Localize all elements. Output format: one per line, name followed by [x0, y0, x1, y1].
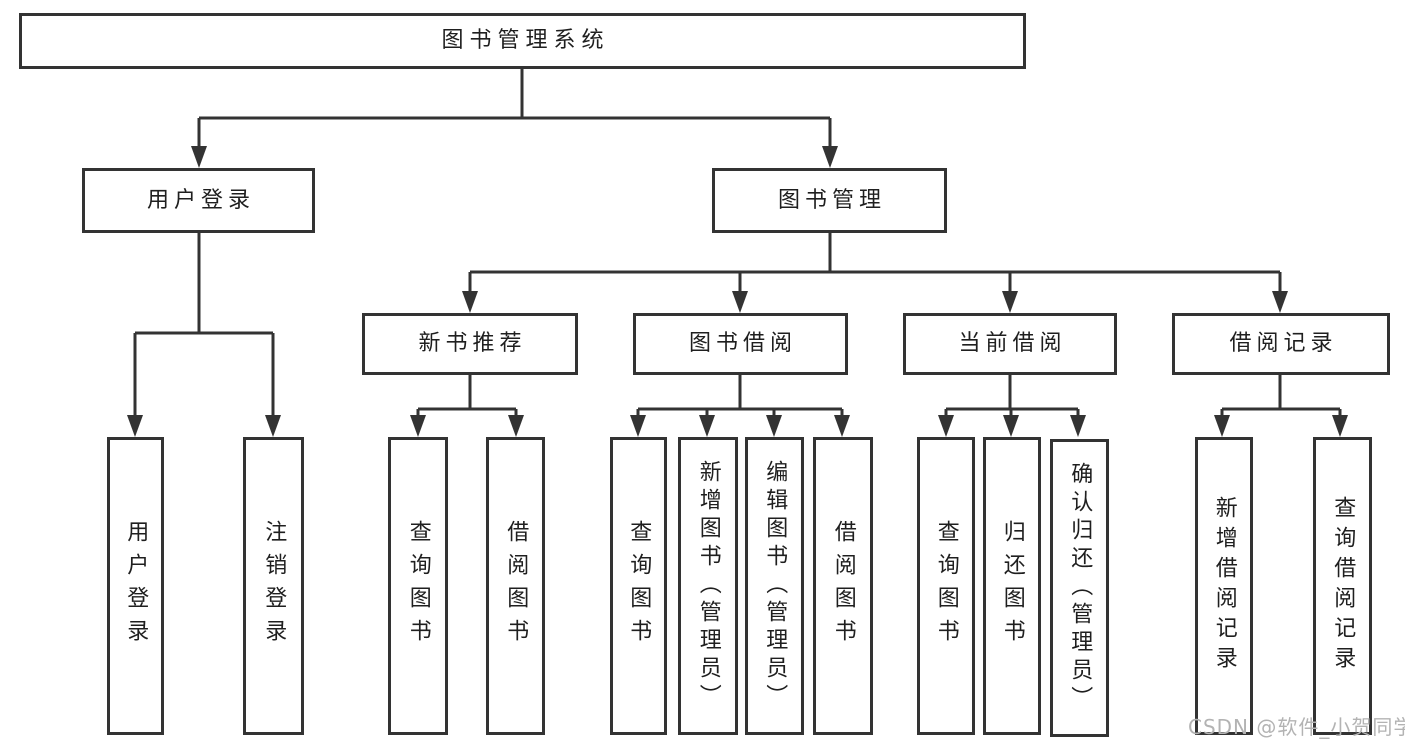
arrowhead-icon: [191, 146, 207, 168]
leaf-edit-books-admin: 编辑图书（管理员）: [745, 437, 804, 735]
connector-user-login-branch: [133, 232, 275, 417]
node-book-management: 图书管理: [712, 168, 947, 233]
arrowheads: [127, 146, 1348, 437]
leaf-query-books-recommend: 查询图书: [388, 437, 448, 735]
connector-new-book-branch: [416, 375, 518, 417]
node-new-book-recommend: 新书推荐: [362, 313, 578, 375]
leaf-add-books-admin: 新增图书（管理员）: [678, 437, 738, 735]
arrowhead-icon: [1003, 415, 1019, 437]
connector-root-branch: [197, 68, 832, 150]
arrowhead-icon: [630, 415, 646, 437]
arrowhead-icon: [699, 415, 715, 437]
connector-book-mgmt-branch: [468, 232, 1282, 293]
arrowhead-icon: [732, 291, 748, 313]
arrowhead-icon: [410, 415, 426, 437]
leaf-add-borrow-record: 新增借阅记录: [1195, 437, 1253, 735]
node-book-borrowing: 图书借阅: [633, 313, 848, 375]
arrowhead-icon: [1002, 291, 1018, 313]
arrowhead-icon: [1272, 291, 1288, 313]
arrowhead-icon: [834, 415, 850, 437]
arrowhead-icon: [1332, 415, 1348, 437]
arrowhead-icon: [265, 415, 281, 437]
arrowhead-icon: [822, 146, 838, 168]
arrowhead-icon: [766, 415, 782, 437]
leaf-query-books-borrowing: 查询图书: [610, 437, 667, 735]
leaf-borrow-books-borrowing: 借阅图书: [813, 437, 873, 735]
csdn-watermark: CSDN @软件_小贺同学: [1188, 715, 1405, 739]
arrowhead-icon: [462, 291, 478, 313]
arrowhead-icon: [938, 415, 954, 437]
arrowhead-icon: [127, 415, 143, 437]
node-current-borrowing: 当前借阅: [903, 313, 1117, 375]
connector-borrow-record-branch: [1220, 375, 1342, 417]
connector-book-borrow-branch: [636, 375, 844, 417]
arrowhead-icon: [508, 415, 524, 437]
leaf-logout: 注销登录: [243, 437, 304, 735]
arrowhead-icon: [1214, 415, 1230, 437]
leaf-query-borrow-record: 查询借阅记录: [1313, 437, 1372, 735]
node-borrow-records: 借阅记录: [1172, 313, 1390, 375]
leaf-query-books-current: 查询图书: [917, 437, 975, 735]
arrowhead-icon: [1070, 415, 1086, 437]
node-user-login: 用户登录: [82, 168, 315, 233]
leaf-user-login: 用户登录: [107, 437, 164, 735]
leaf-borrow-books-recommend: 借阅图书: [486, 437, 545, 735]
connector-current-borrow-branch: [944, 375, 1080, 417]
node-library-system-root: 图书管理系统: [19, 13, 1026, 69]
leaf-confirm-return-admin: 确认归还（管理员）: [1050, 439, 1109, 737]
leaf-return-books: 归还图书: [983, 437, 1041, 735]
